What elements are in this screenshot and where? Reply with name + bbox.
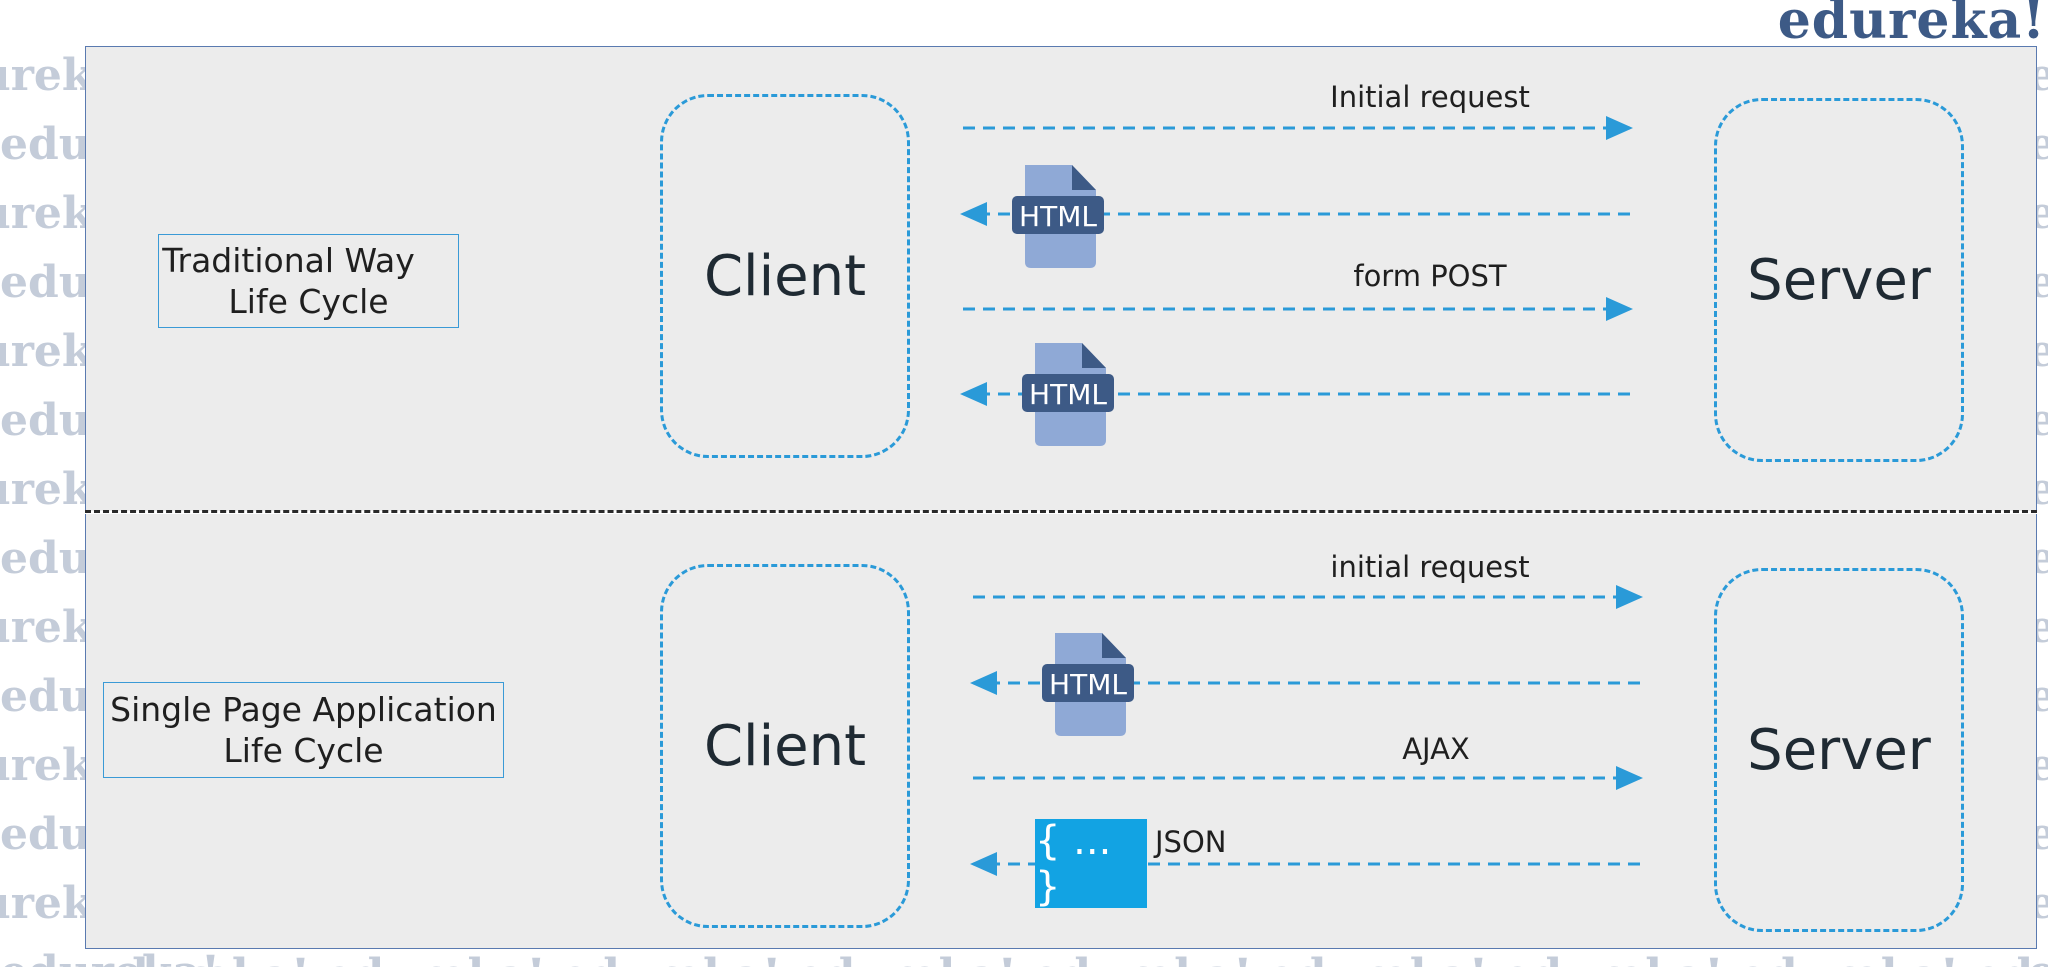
spa-client-box: Client (660, 564, 910, 928)
spa-arrow4-label: JSON (1155, 825, 1227, 859)
spa-arrow1-label: initial request (1330, 550, 1530, 584)
spa-label-line1: Single Page Application (110, 690, 497, 729)
traditional-client-label: Client (703, 243, 867, 309)
traditional-server-box: Server (1714, 98, 1964, 462)
section-divider (85, 510, 2037, 513)
traditional-server-label: Server (1747, 247, 1931, 313)
html-file-icon-text: HTML (1029, 378, 1107, 411)
traditional-label: Traditional Way Life Cycle (158, 234, 459, 328)
spa-label: Single Page Application Life Cycle (103, 682, 504, 778)
traditional-client-box: Client (660, 94, 910, 458)
json-braces-icon: { ... } (1035, 817, 1147, 910)
watermark-text: edureka! (0, 947, 220, 967)
watermark-text: edureka! (2028, 947, 2048, 967)
watermark-text: edureka! edureka! edureka! edureka! edur… (90, 950, 2048, 967)
traditional-arrow3-label: form POST (1353, 259, 1507, 293)
html-file-icon: HTML (1012, 165, 1104, 268)
html-file-icon: HTML (1042, 633, 1134, 736)
spa-server-label: Server (1747, 717, 1931, 783)
traditional-arrow1-label: Initial request (1330, 80, 1530, 114)
spa-arrow3-label: AJAX (1402, 732, 1470, 766)
html-file-icon-text: HTML (1019, 200, 1097, 233)
brand-logo: edureka! (1777, 0, 2046, 51)
spa-server-box: Server (1714, 568, 1964, 932)
spa-client-label: Client (703, 713, 867, 779)
traditional-label-line2: Life Cycle (228, 282, 389, 321)
html-file-icon: HTML (1022, 343, 1114, 446)
traditional-label-line1: Traditional Way (162, 241, 415, 280)
spa-label-line2: Life Cycle (223, 731, 384, 770)
json-braces-text: { ... } (1035, 817, 1112, 910)
html-file-icon-text: HTML (1049, 668, 1127, 701)
